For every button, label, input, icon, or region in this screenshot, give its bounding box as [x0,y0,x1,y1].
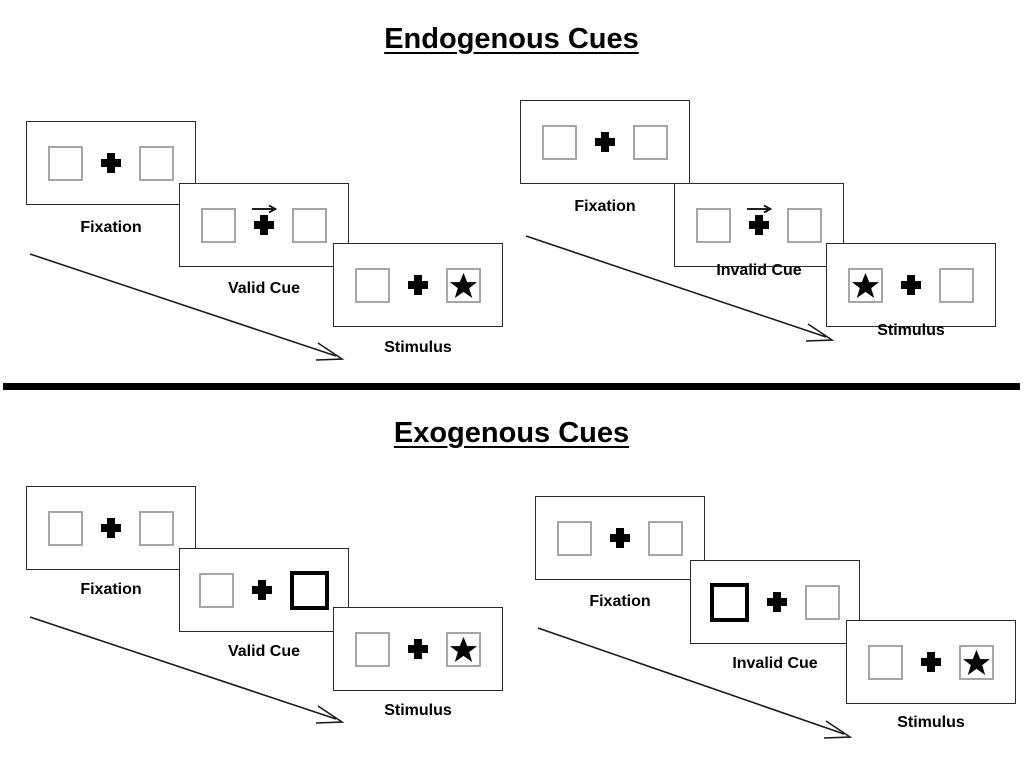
arrow-right-icon [747,204,772,214]
stimulus-box-left [355,631,390,667]
plus-icon [920,651,942,673]
stimulus-box-right [939,267,974,303]
stimulus-box-left [199,572,234,608]
panel-endogenous-valid-cue [179,183,349,267]
star-icon [449,272,478,298]
caption-endogenous-invalid-cue: Invalid Cue [716,262,802,279]
stimulus-box-right [648,520,683,556]
star-icon [851,272,880,298]
caption-endogenous-valid-fixation: Fixation [80,219,142,236]
panel-endogenous-valid-fixation [26,121,196,205]
plus-icon [251,579,273,601]
plus-icon [407,274,429,296]
panel-exogenous-valid-cue [179,548,349,632]
plus-icon [609,527,631,549]
plus-icon [100,152,122,174]
stimulus-box-right-cued [290,570,329,610]
stimulus-box-right-target [446,267,481,303]
caption-exogenous-valid-stimulus: Stimulus [384,702,452,719]
caption-endogenous-invalid-fixation: Fixation [574,198,636,215]
caption-exogenous-invalid-cue: Invalid Cue [732,655,818,672]
caption-exogenous-valid-fixation: Fixation [80,581,142,598]
stimulus-box-left [542,124,577,160]
stimulus-box-left-cued [710,582,749,622]
star-icon [449,636,478,662]
stimulus-box-left [696,207,731,243]
stimulus-box-right [787,207,822,243]
panel-endogenous-invalid-stimulus [826,243,996,327]
plus-icon [594,131,616,153]
stimulus-box-left [48,510,83,546]
plus-icon [766,591,788,613]
star-icon [962,649,991,675]
caption-endogenous-valid-cue: Valid Cue [227,280,301,297]
stimulus-box-right [139,510,174,546]
caption-exogenous-valid-cue: Valid Cue [227,643,301,660]
stimulus-box-right [292,207,327,243]
plus-icon [747,204,772,236]
panel-exogenous-invalid-cue [690,560,860,644]
stimulus-box-right-target [959,644,994,680]
caption-exogenous-invalid-fixation: Fixation [589,593,651,610]
stimulus-box-right [633,124,668,160]
plus-icon [407,638,429,660]
stimulus-box-left [355,267,390,303]
stimulus-box-left [201,207,236,243]
arrow-right-icon [252,204,277,214]
caption-endogenous-valid-stimulus: Stimulus [384,339,452,356]
section-divider [3,383,1020,390]
plus-icon [100,517,122,539]
panel-exogenous-valid-fixation [26,486,196,570]
plus-icon [900,274,922,296]
panel-endogenous-invalid-fixation [520,100,690,184]
section-title-endogenous: Endogenous Cues [384,23,639,55]
panel-endogenous-invalid-cue [674,183,844,267]
stimulus-box-left-target [848,267,883,303]
panel-endogenous-valid-stimulus [333,243,503,327]
section-title-exogenous: Exogenous Cues [393,417,630,449]
stimulus-box-left [868,644,903,680]
stimulus-box-left [557,520,592,556]
plus-icon [252,204,277,236]
caption-exogenous-invalid-stimulus: Stimulus [897,714,965,731]
stimulus-box-right [805,584,840,620]
panel-exogenous-invalid-fixation [535,496,705,580]
caption-endogenous-invalid-stimulus: Stimulus [877,322,945,339]
panel-exogenous-valid-stimulus [333,607,503,691]
panel-exogenous-invalid-stimulus [846,620,1016,704]
stimulus-box-left [48,145,83,181]
stimulus-box-right [139,145,174,181]
stimulus-box-right-target [446,631,481,667]
